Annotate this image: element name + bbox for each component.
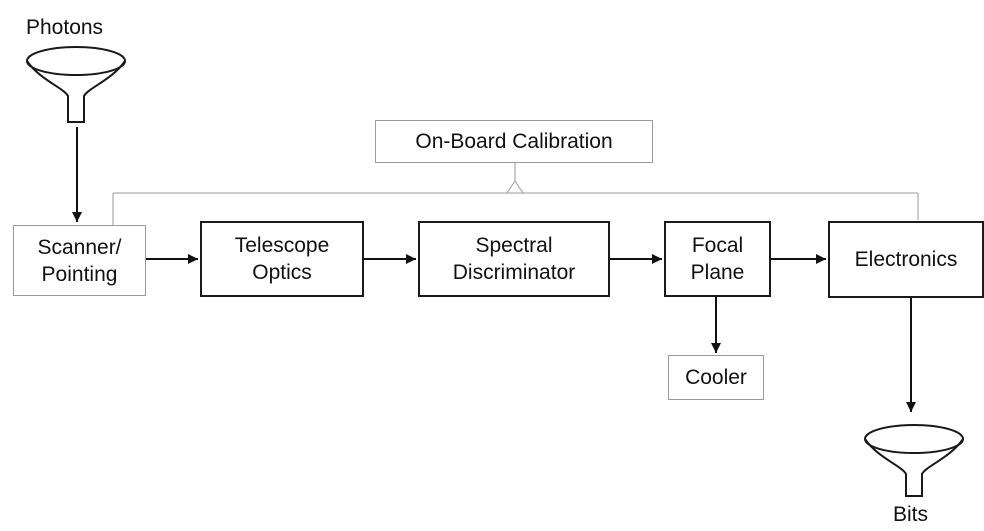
focal-plane-label-line2: Plane xyxy=(690,261,745,284)
scanner-pointing-box: Scanner/ Pointing xyxy=(13,225,146,296)
output-funnel-icon xyxy=(864,424,964,497)
cooler-label: Cooler xyxy=(685,366,747,389)
scanner-pointing-label-line1: Scanner/ xyxy=(37,235,122,259)
photons-label: Photons xyxy=(26,16,104,39)
on-board-calibration-box: On-Board Calibration xyxy=(375,120,653,163)
electronics-box: Electronics xyxy=(828,221,984,298)
spectral-discriminator-box: Spectral Discriminator xyxy=(418,221,610,297)
scanner-pointing-label-line2: Pointing xyxy=(41,262,118,286)
calibration-bus xyxy=(112,163,919,225)
bits-label: Bits xyxy=(893,503,929,526)
focal-plane-label-line1: Focal xyxy=(691,234,744,257)
telescope-optics-label-line1: Telescope xyxy=(234,234,330,257)
cooler-box: Cooler xyxy=(668,355,764,400)
spectral-discriminator-label-line2: Discriminator xyxy=(452,261,576,284)
on-board-calibration-label: On-Board Calibration xyxy=(415,130,613,153)
input-funnel-icon xyxy=(26,46,126,123)
spectral-discriminator-label-line1: Spectral xyxy=(475,234,553,257)
telescope-optics-box: Telescope Optics xyxy=(200,221,364,297)
telescope-optics-label-line2: Optics xyxy=(252,261,312,284)
focal-plane-box: Focal Plane xyxy=(664,221,771,297)
electronics-label: Electronics xyxy=(854,248,958,271)
